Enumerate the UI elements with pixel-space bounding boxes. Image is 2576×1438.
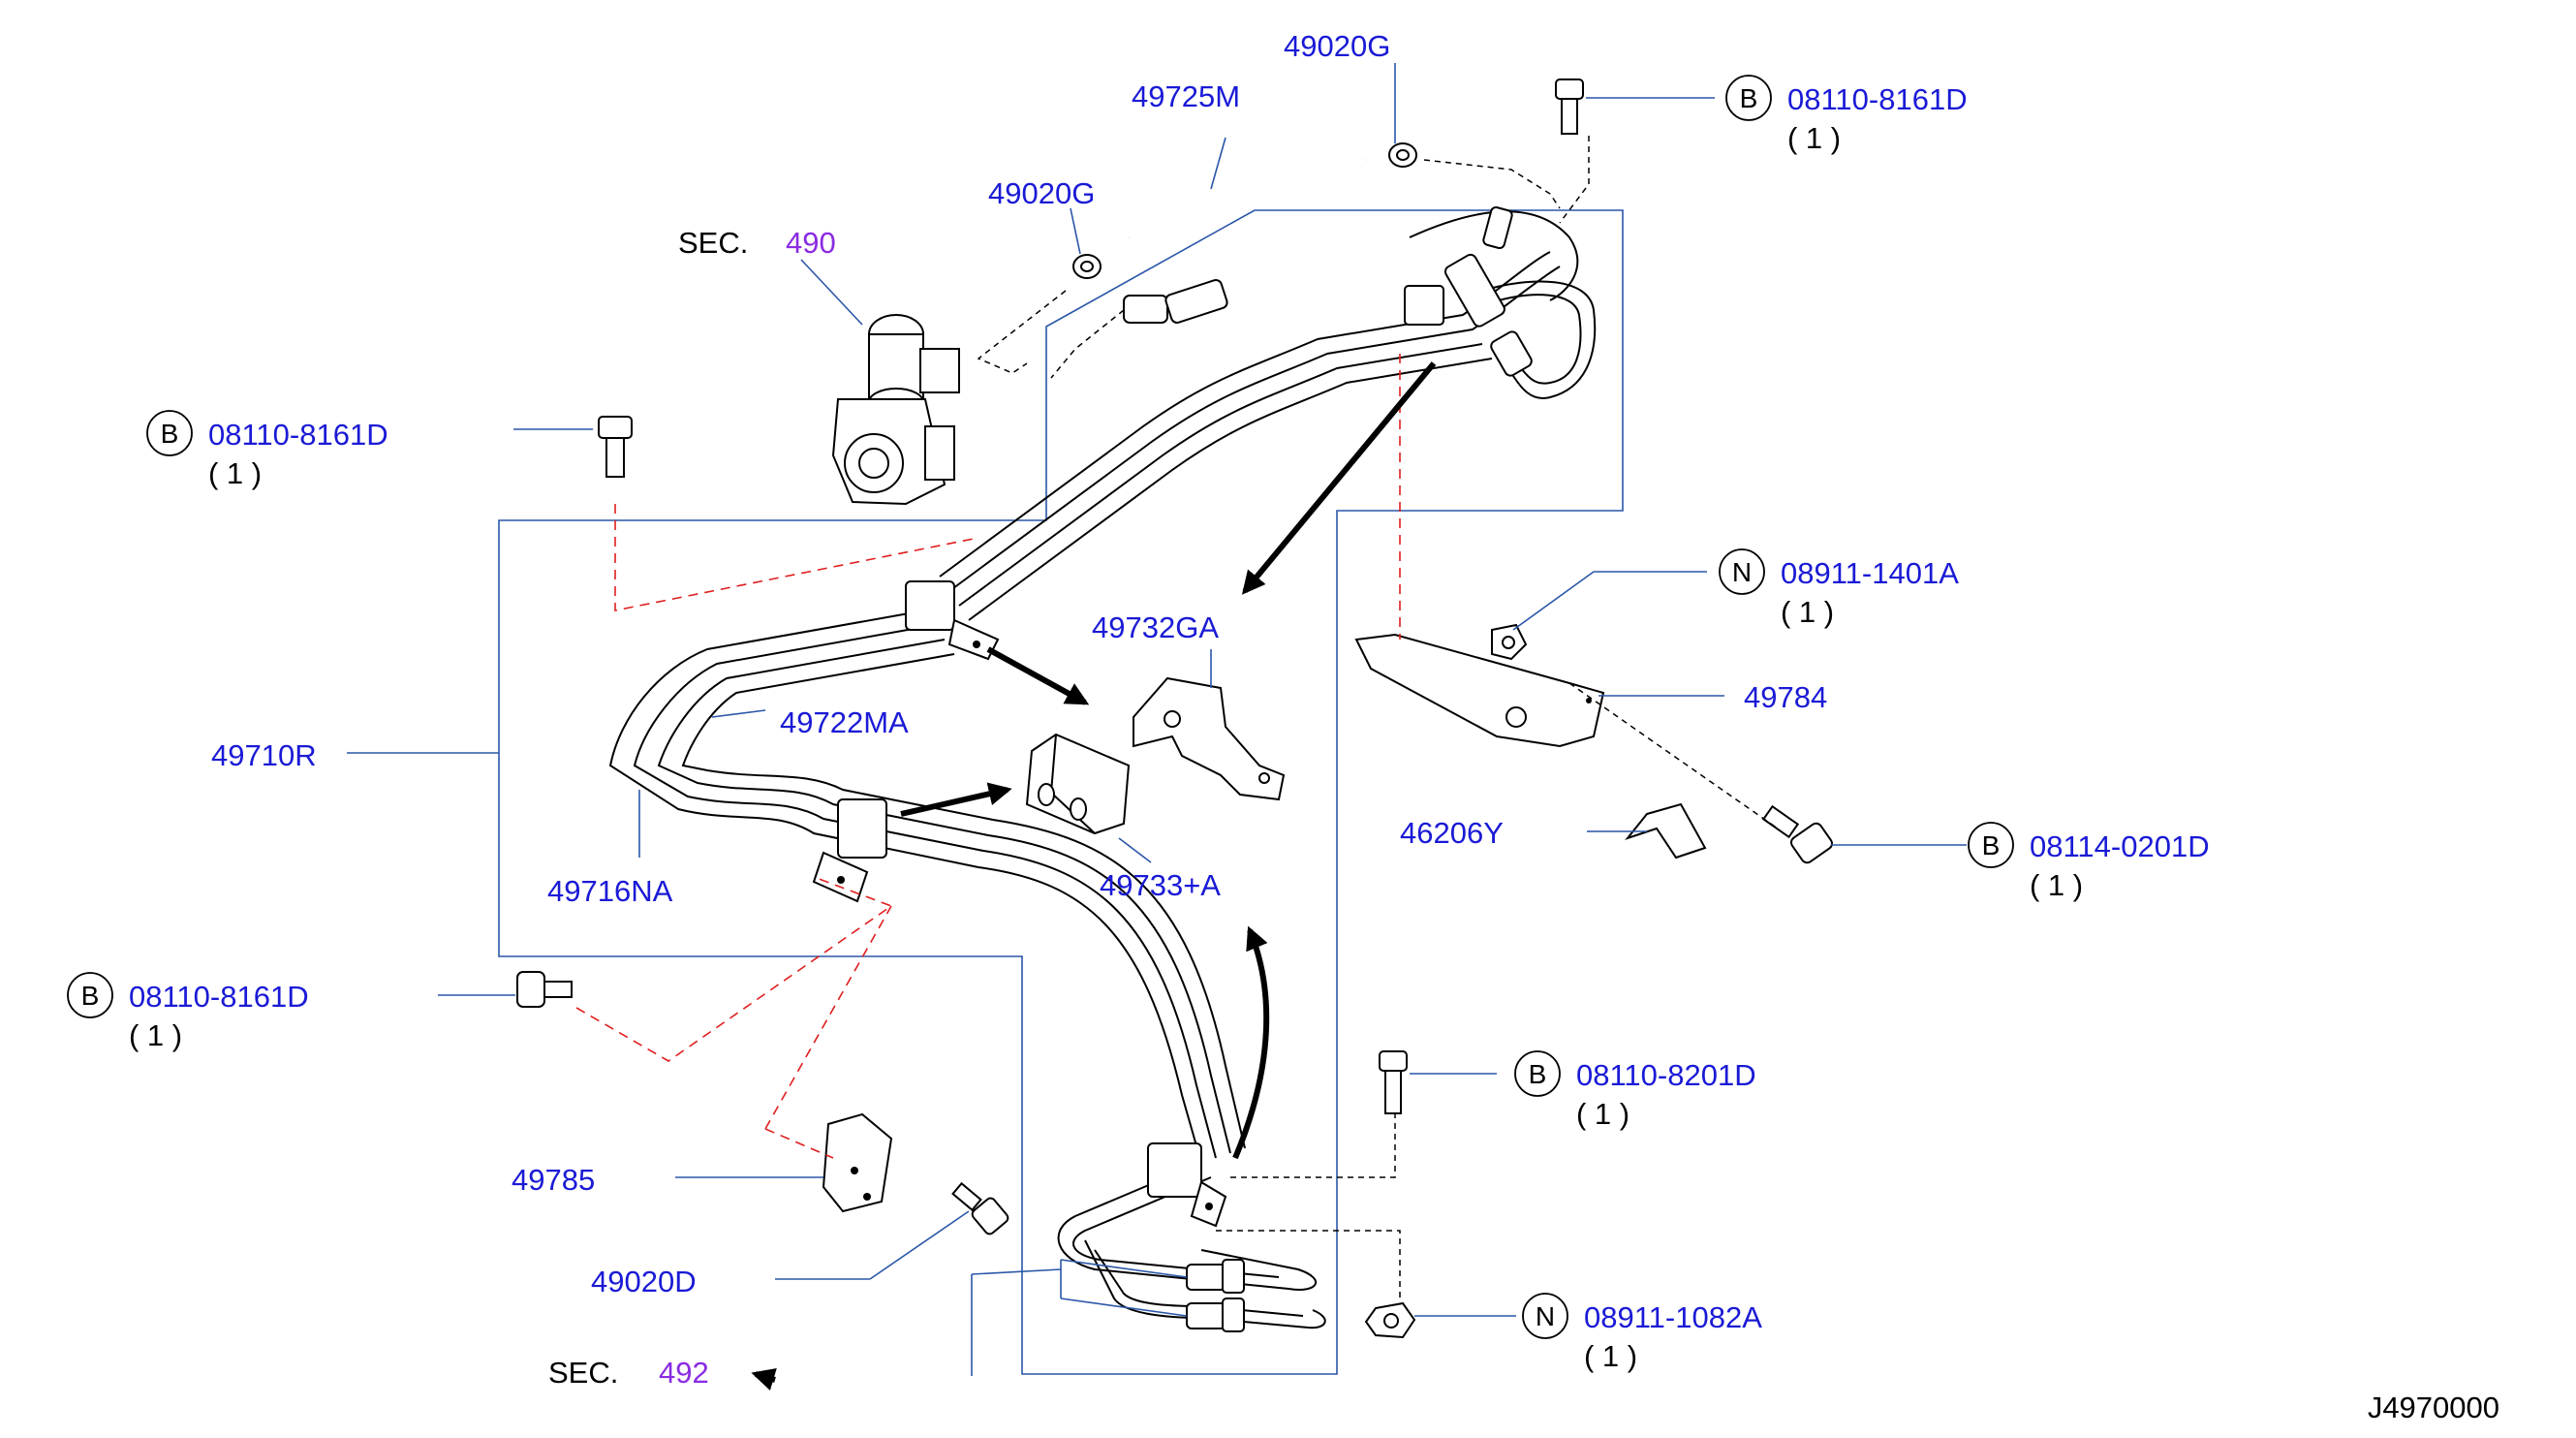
part-label-49725M[interactable]: 49725M [1132,79,1240,113]
power-steering-pump [831,398,955,506]
bolt-08114-0201D [1761,804,1833,864]
pipe-bundle-upper [939,210,1579,621]
pipe-clamp-middle [812,798,887,903]
callout-letter-circle [1719,548,1765,595]
part-label-49784[interactable]: 49784 [1744,680,1827,714]
leader-lines [347,63,1967,1376]
insulator-49733-A [1025,733,1131,835]
section-ref-490-number[interactable]: 490 [786,226,836,260]
callout-quantity: ( 1 ) [1781,595,1834,629]
suction-hose-49725M [1126,153,1368,244]
callout-08110-8161D-top[interactable]: B 08110-8161D ( 1 ) [1725,75,1968,155]
callout-letter: B [1529,1059,1547,1089]
callout-letter-circle [146,410,193,456]
callout-08911-1082A[interactable]: N 08911-1082A ( 1 ) [1522,1293,1762,1373]
callout-letter: B [1740,83,1758,113]
callout-quantity: ( 1 ) [1576,1097,1629,1131]
callout-part-number: 08911-1082A [1584,1300,1762,1334]
nut-08911-1082A [1364,1301,1416,1339]
drawing-code: J4970000 [2368,1391,2499,1424]
bolt-49020D [951,1181,1009,1235]
section-ref-490-prefix: SEC. [678,226,748,260]
callout-part-number: 08114-0201D [2030,829,2210,863]
callout-letter-circle [1968,822,2014,868]
pipe-bundle-lower [608,610,1246,1164]
upper-pipe-loop [1404,205,1597,399]
bolt-08110-8201D [1379,1050,1408,1114]
clip-46206Y [1625,802,1707,860]
callout-letter: B [161,419,179,449]
callout-08110-8201D[interactable]: B 08110-8201D ( 1 ) [1514,1050,1756,1131]
pipe-end-fittings [1186,1259,1245,1332]
callout-part-number: 08110-8161D [1787,82,1968,116]
part-label-46206Y[interactable]: 46206Y [1400,816,1504,850]
callout-letter-circle [67,972,113,1018]
bolt-08110-8161D-top [1555,78,1584,135]
section-ref-492-prefix: SEC. [548,1356,618,1390]
callout-08911-1401A[interactable]: N 08911-1401A ( 1 ) [1719,548,1959,629]
callout-part-number: 08110-8201D [1576,1058,1756,1092]
callout-letter-circle [1725,75,1772,121]
callout-08110-8161D-lower[interactable]: B 08110-8161D ( 1 ) [67,972,309,1052]
callout-part-number: 08110-8161D [129,980,309,1014]
callout-letter: B [1982,830,2001,860]
callout-part-number: 08911-1401A [1781,556,1959,590]
callout-quantity: ( 1 ) [129,1018,182,1052]
part-label-49020D[interactable]: 49020D [591,1265,697,1298]
bolt-08110-8161D-left [598,416,633,478]
callout-letter: B [81,981,100,1011]
callout-letter-circle [1514,1050,1561,1097]
callout-part-number: 08110-8161D [208,418,388,452]
callout-quantity: ( 1 ) [1584,1339,1637,1373]
bracket-49784 [1354,633,1605,748]
part-label-49732GA[interactable]: 49732GA [1092,610,1219,644]
clamp-block-49732GA [1133,676,1286,801]
callout-quantity: ( 1 ) [1787,121,1841,155]
part-label-49716NA[interactable]: 49716NA [547,874,673,908]
section-ref-492-number[interactable]: 492 [659,1356,709,1390]
callout-08114-0201D[interactable]: B 08114-0201D ( 1 ) [1968,822,2210,902]
part-label-49020G-mid[interactable]: 49020G [988,176,1095,210]
bracket-49785 [822,1112,893,1213]
part-label-49733-A[interactable]: 49733+A [1100,868,1221,902]
pipe-clamp-upper [905,580,1000,661]
hose-clamp-49020G-mid [1072,254,1102,279]
part-label-49722MA[interactable]: 49722MA [780,705,909,739]
callout-letter-circle [1522,1293,1568,1339]
callout-quantity: ( 1 ) [2030,868,2083,902]
callout-08110-8161D-left[interactable]: B 08110-8161D ( 1 ) [146,410,388,490]
callout-letter: N [1536,1301,1555,1331]
callout-letter: N [1732,557,1752,587]
hose-clamp-49020G-top [1388,142,1417,168]
part-label-49020G-top[interactable]: 49020G [1284,29,1390,63]
callout-quantity: ( 1 ) [208,456,262,490]
assembly-frame [498,209,1624,1375]
part-label-49710R[interactable]: 49710R [211,738,317,772]
part-label-49785[interactable]: 49785 [512,1163,595,1197]
bolt-08110-8161D-lower [516,971,573,1008]
pipe-clamp-lower [1147,1142,1227,1228]
pressure-fitting [1123,279,1228,324]
nut-08911-1401A [1491,623,1528,661]
